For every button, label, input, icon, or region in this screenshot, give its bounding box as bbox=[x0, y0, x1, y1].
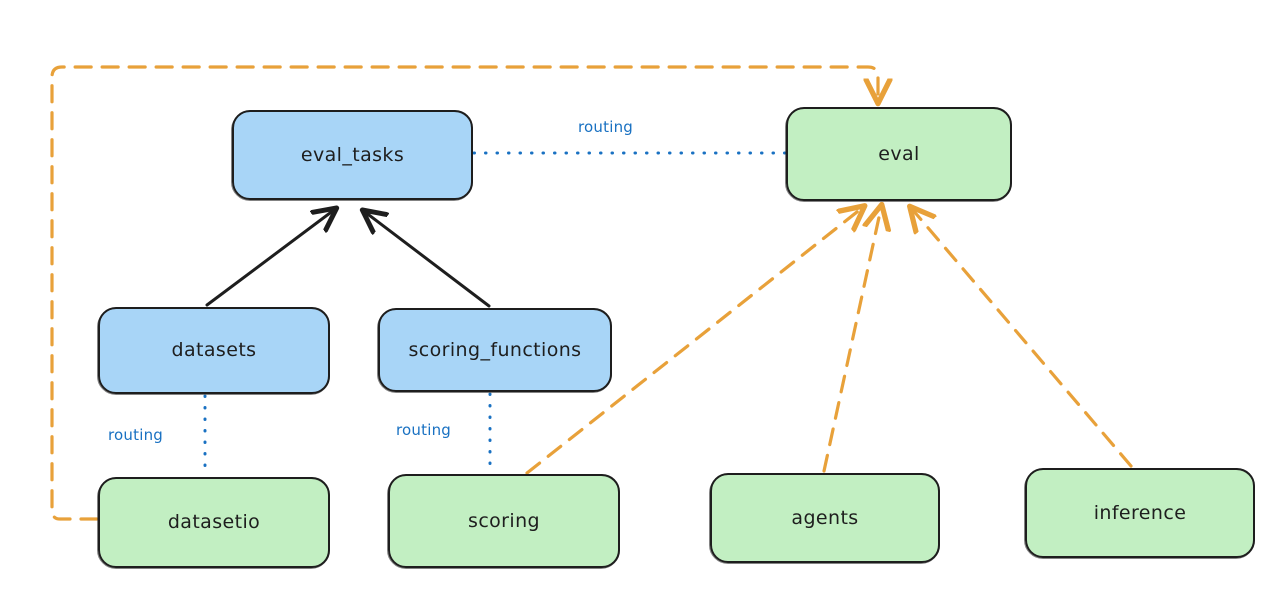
node-datasets[interactable]: datasets bbox=[97, 307, 330, 395]
edge-inference-to-eval bbox=[912, 209, 1133, 468]
node-label-eval: eval bbox=[878, 142, 920, 165]
node-label-inference: inference bbox=[1093, 501, 1187, 524]
node-scoring[interactable]: scoring bbox=[387, 474, 620, 569]
node-eval-tasks[interactable]: eval_tasks bbox=[231, 110, 473, 201]
edge-scoring_functions-to-eval_tasks bbox=[365, 212, 491, 308]
node-label-scoring-functions: scoring_functions bbox=[408, 338, 582, 361]
edge-label-routing-scoring-functions-scoring: routing bbox=[396, 421, 451, 439]
node-agents[interactable]: agents bbox=[709, 473, 940, 564]
node-label-agents: agents bbox=[791, 506, 859, 529]
edge-agents-to-eval bbox=[822, 208, 881, 473]
node-inference[interactable]: inference bbox=[1024, 468, 1255, 559]
node-label-scoring: scoring bbox=[468, 509, 540, 532]
node-scoring-functions[interactable]: scoring_functions bbox=[377, 308, 612, 393]
edge-datasets-to-eval_tasks bbox=[205, 210, 334, 307]
edge-datasetio-to-eval bbox=[50, 65, 878, 521]
node-label-eval-tasks: eval_tasks bbox=[300, 143, 405, 166]
edge-label-routing-eval-tasks-eval: routing bbox=[578, 118, 633, 136]
node-label-datasetio: datasetio bbox=[167, 511, 261, 533]
node-label-datasets: datasets bbox=[171, 339, 257, 361]
edge-label-routing-datasets-datasetio: routing bbox=[108, 426, 163, 444]
edge-scoring-to-eval bbox=[525, 208, 862, 475]
node-eval[interactable]: eval bbox=[785, 107, 1012, 202]
node-datasetio[interactable]: datasetio bbox=[97, 477, 330, 569]
